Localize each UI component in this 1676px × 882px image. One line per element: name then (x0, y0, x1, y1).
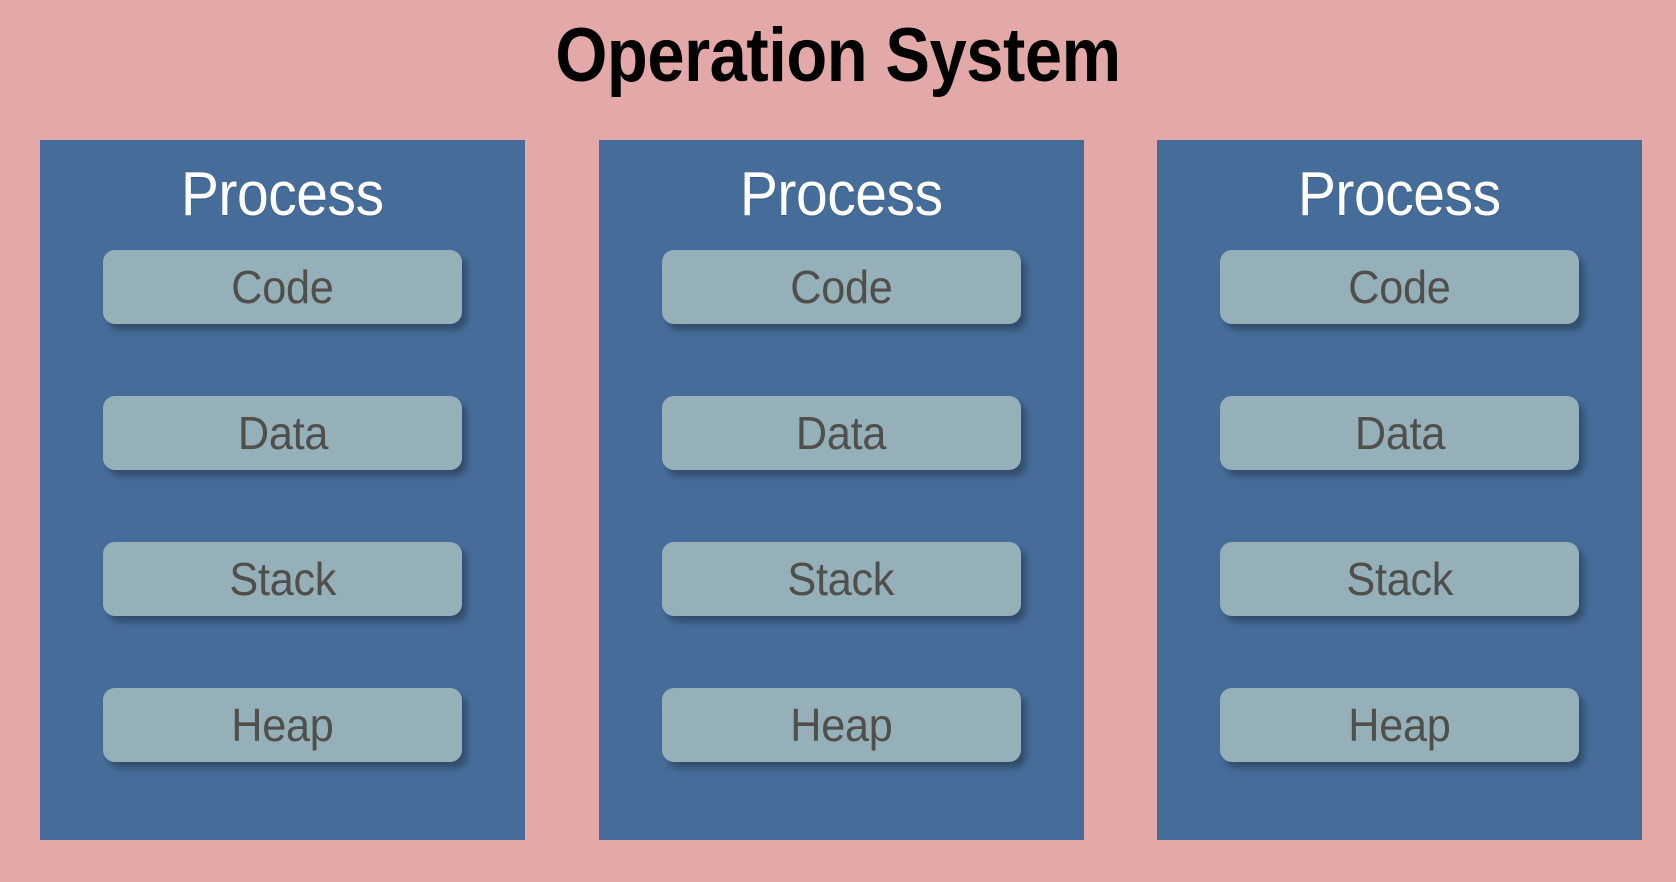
segment-box-code: Code (103, 250, 462, 324)
segment-label: Heap (789, 699, 893, 751)
segment-box-heap: Heap (1220, 688, 1579, 762)
process-heading: Process (181, 160, 384, 229)
segment-label: Stack (1346, 553, 1453, 605)
segment-box-code: Code (1220, 250, 1579, 324)
segment-label: Heap (1348, 699, 1451, 751)
segment-box-heap: Heap (661, 688, 1021, 762)
segment-box-data: Data (1220, 396, 1579, 470)
segment-label: Stack (787, 553, 895, 605)
segment-box-data: Data (103, 396, 462, 470)
segment-label: Data (795, 407, 887, 459)
segment-list: Code Data Stack Heap (1157, 250, 1642, 762)
process-panel-3: Process Code Data Stack Heap (1157, 140, 1642, 840)
segment-label: Code (789, 261, 893, 313)
segment-label: Data (237, 407, 328, 459)
segment-label: Code (1348, 261, 1451, 313)
segment-box-stack: Stack (103, 542, 462, 616)
segment-box-stack: Stack (661, 542, 1021, 616)
segment-label: Code (231, 261, 334, 313)
process-heading: Process (739, 160, 943, 229)
process-heading: Process (1298, 160, 1501, 229)
segment-list: Code Data Stack Heap (40, 250, 525, 762)
segment-box-stack: Stack (1220, 542, 1579, 616)
segment-label: Stack (229, 553, 336, 605)
process-row: Process Code Data Stack Heap Process (40, 140, 1642, 840)
process-panel-1: Process Code Data Stack Heap (40, 140, 525, 840)
segment-box-code: Code (661, 250, 1021, 324)
segment-box-heap: Heap (103, 688, 462, 762)
segment-label: Heap (231, 699, 334, 751)
segment-box-data: Data (661, 396, 1021, 470)
page-title: Operation System (555, 13, 1121, 98)
segment-list: Code Data Stack Heap (599, 250, 1084, 762)
process-panel-2: Process Code Data Stack Heap (598, 140, 1084, 840)
segment-label: Data (1354, 407, 1445, 459)
